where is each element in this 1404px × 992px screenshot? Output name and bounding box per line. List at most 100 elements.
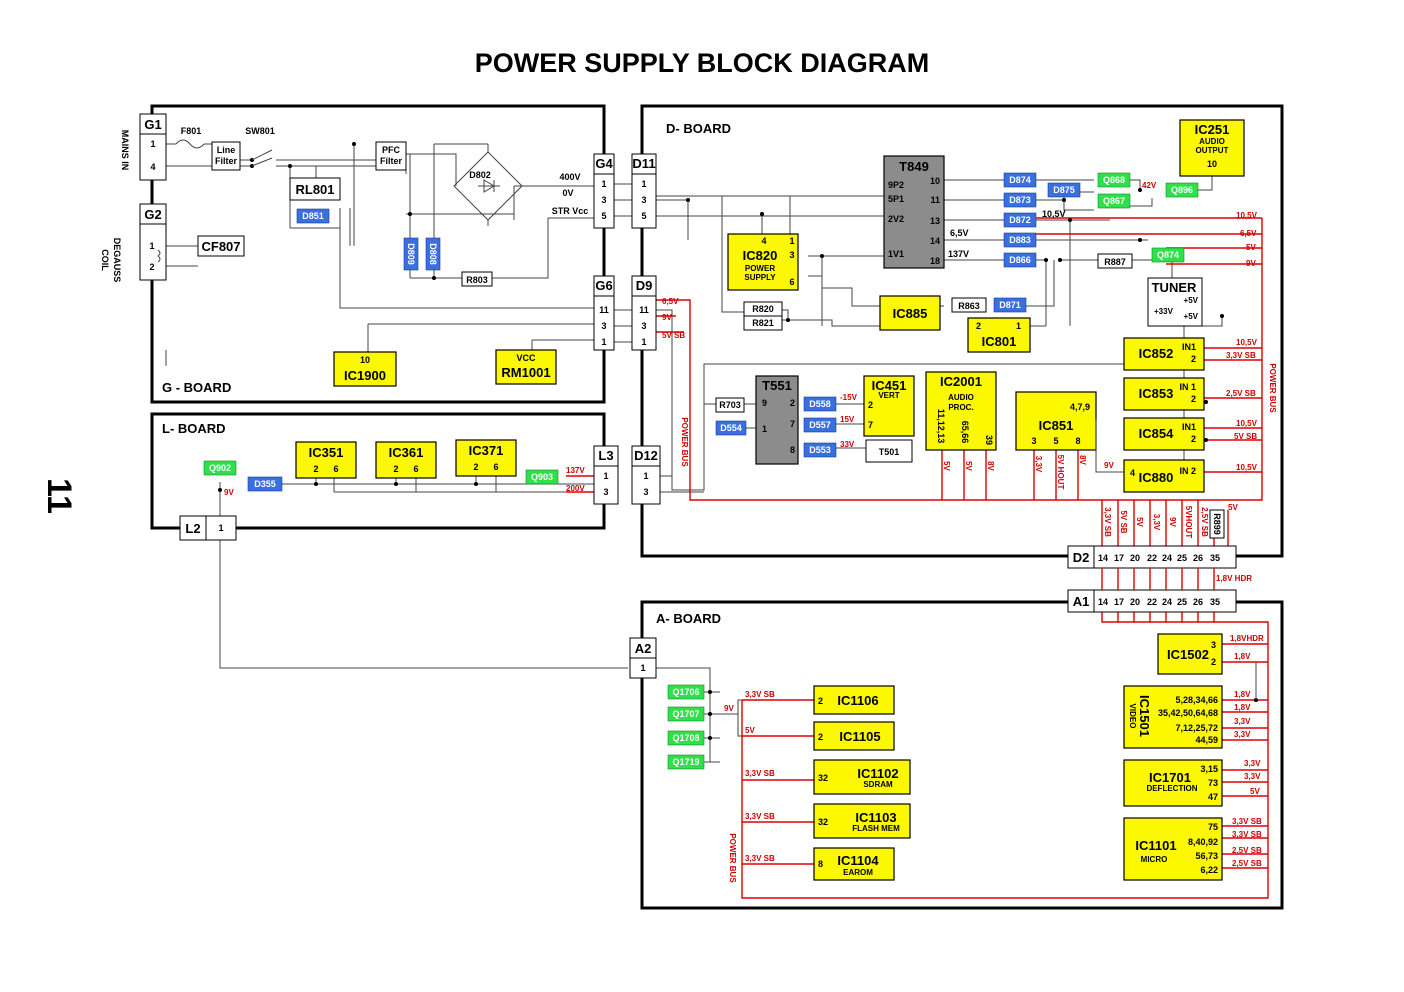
- connector-g2-label: G2: [144, 207, 161, 222]
- power-bus-label-d: POWER BUS: [680, 417, 689, 467]
- pin-label: 11: [930, 195, 940, 205]
- g-board-label: G - BOARD: [162, 380, 231, 395]
- ic251-block: [1179, 119, 1245, 177]
- connector-g4-pins: [593, 173, 615, 229]
- q1706-label: Q1706: [672, 687, 699, 697]
- r820-label: R820: [752, 304, 774, 314]
- pin-label: 1: [149, 241, 154, 251]
- voltage-label: 15V: [840, 415, 855, 424]
- ic251-sub-label: AUDIO: [1199, 137, 1225, 146]
- q1708-label: Q1708: [672, 733, 699, 743]
- pin-label: 14: [1098, 553, 1108, 563]
- ic820-block: [727, 233, 799, 291]
- diode-d872: [1003, 212, 1037, 228]
- voltage-label: 1,8V: [1234, 652, 1251, 661]
- pin-label: 1: [603, 471, 608, 481]
- pin-label: 6: [493, 462, 498, 472]
- ic854-block: [1123, 417, 1205, 451]
- voltage-label: 3,3V: [1034, 456, 1043, 473]
- switch-icon: [251, 149, 273, 167]
- diode-d809: [403, 237, 419, 271]
- ic451-block: [863, 375, 915, 437]
- pin-label: 32: [818, 817, 828, 827]
- voltage-label: -15V: [840, 393, 858, 402]
- ic361-label: IC361: [389, 445, 424, 460]
- switch-sw801-label: SW801: [245, 126, 275, 136]
- pin-label: 22: [1147, 597, 1157, 607]
- pin-label: 35,42,50,64,68: [1158, 708, 1218, 718]
- voltage-label: 3,3V SB: [745, 769, 775, 778]
- pin-label: 6: [333, 464, 338, 474]
- line-filter-block: [211, 141, 241, 171]
- voltage-label: 1,8V: [1234, 690, 1251, 699]
- diode-d883: [1003, 232, 1037, 248]
- r863-label: R863: [958, 301, 980, 311]
- voltage-label: 2,5V SB: [1232, 846, 1262, 855]
- r821-label: R821: [752, 318, 774, 328]
- resistor-r887: [1097, 253, 1133, 269]
- voltage-label: 9V: [662, 313, 672, 322]
- d873-label: D873: [1009, 195, 1031, 205]
- pin-label: 2: [1211, 657, 1216, 667]
- pin-label: 11: [599, 305, 609, 315]
- pin-label: 22: [1147, 553, 1157, 563]
- ic851-to-ic880-wire: [1095, 420, 1124, 473]
- cf807-label: CF807: [201, 239, 240, 254]
- connector-a2-pins: [629, 657, 657, 679]
- voltage-label: 2,5V SB: [1200, 507, 1209, 537]
- diode-d553: [803, 442, 837, 458]
- voltage-label: 10,5V: [1042, 209, 1066, 219]
- ic1102-label: IC1102: [857, 766, 898, 781]
- pin-label: 2: [818, 732, 823, 742]
- pin-label: 3: [601, 195, 606, 205]
- transistor-q1707: [667, 706, 705, 722]
- d883-label: D883: [1009, 235, 1031, 245]
- resistor-r703: [715, 397, 745, 413]
- tuner-pin-label: +5V: [1184, 296, 1199, 305]
- pin-label: 2: [868, 400, 873, 410]
- pin-label: 3: [641, 321, 646, 331]
- connector-a1-label: A1: [1073, 594, 1090, 609]
- ic2001-label: IC2001: [940, 374, 982, 389]
- voltage-label: 42V: [1142, 181, 1157, 190]
- pin-label: 8: [818, 859, 823, 869]
- pin-label: 3: [643, 487, 648, 497]
- ic1106-label: IC1106: [837, 693, 878, 708]
- voltage-label: 2,5V SB: [1226, 389, 1256, 398]
- ic1104-block: [813, 847, 895, 881]
- connector-d2-label: D2: [1073, 550, 1090, 565]
- ic880-block: [1123, 459, 1205, 493]
- ic1105-block: [813, 721, 895, 751]
- r703-label: R703: [719, 400, 741, 410]
- pin-label: 6: [413, 464, 418, 474]
- pin-label: 1V1: [888, 249, 904, 259]
- ic451-sub-label: VERT: [878, 391, 899, 400]
- diode-d866: [1003, 252, 1037, 268]
- pin-label: 1: [601, 179, 606, 189]
- junction-dots: [218, 142, 1258, 740]
- connector-g4-label: G4: [595, 156, 613, 171]
- q1719-label: Q1719: [672, 757, 699, 767]
- pin-label: 4: [761, 236, 766, 246]
- voltage-label: 2,5V SB: [1232, 859, 1262, 868]
- q867-label: Q867: [1103, 196, 1125, 206]
- pin-label: 5: [641, 211, 646, 221]
- pin-label: 7: [790, 419, 795, 429]
- ic371-label: IC371: [469, 443, 504, 458]
- pin-label: 10: [930, 176, 940, 186]
- d355-label: D355: [254, 479, 276, 489]
- transistor-q903: [525, 469, 559, 485]
- transistor-q1706: [667, 684, 705, 700]
- ic852-block: [1123, 337, 1205, 371]
- voltage-label: 5V: [745, 726, 755, 735]
- pin-label: 2: [1191, 394, 1196, 404]
- voltage-label: 3,3V SB: [1232, 830, 1262, 839]
- pin-label: 13: [930, 216, 940, 226]
- str-vcc-label: STR Vcc: [552, 206, 589, 216]
- pfc-label-2: Filter: [380, 156, 403, 166]
- pin-label: 11: [639, 305, 649, 315]
- pin-label: 24: [1162, 597, 1172, 607]
- pin-label: 5: [601, 211, 606, 221]
- d874-label: D874: [1009, 175, 1031, 185]
- transistor-q902: [203, 460, 237, 476]
